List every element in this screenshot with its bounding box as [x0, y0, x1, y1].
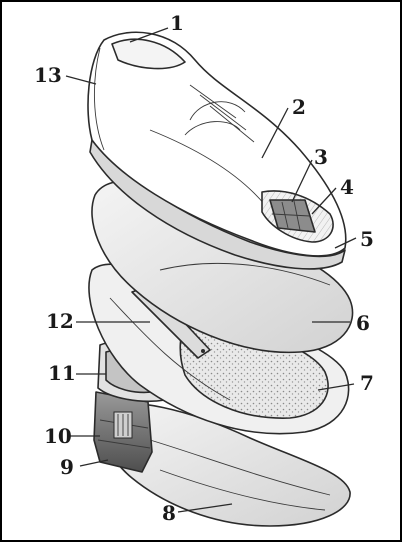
callout-10: 10 [44, 424, 72, 448]
callout-5: 5 [360, 227, 374, 251]
callout-3: 3 [314, 145, 328, 169]
callout-11: 11 [48, 361, 76, 385]
callout-6: 6 [356, 311, 370, 335]
callout-9: 9 [60, 455, 74, 479]
shank-rivet [201, 349, 205, 353]
callout-1: 1 [170, 11, 184, 35]
callout-13: 13 [34, 63, 62, 87]
callout-8: 8 [162, 501, 176, 525]
callout-7: 7 [360, 371, 374, 395]
callout-2: 2 [292, 95, 306, 119]
callout-4: 4 [340, 175, 354, 199]
callout-12: 12 [46, 309, 74, 333]
